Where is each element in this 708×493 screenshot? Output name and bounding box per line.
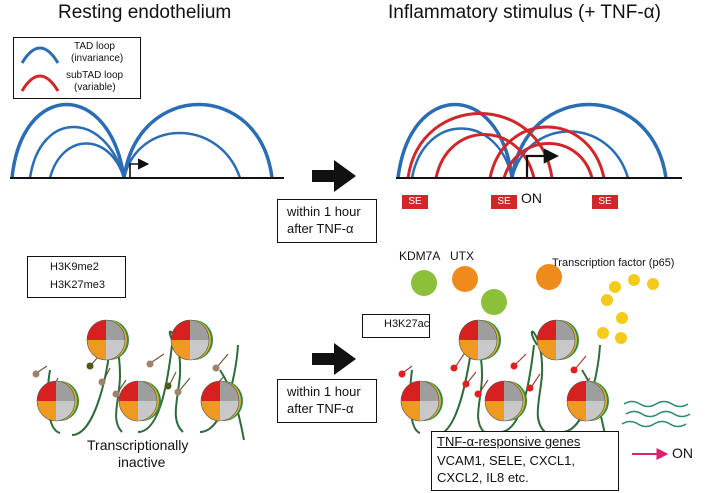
resting-nucleosomes bbox=[36, 319, 244, 422]
h3k27ac-label: H3K27ac bbox=[384, 318, 430, 330]
responsive-genes-title: TNF-α-responsive genes bbox=[437, 434, 581, 449]
time-box-top-line2: after TNF-α bbox=[287, 221, 354, 236]
responsive-genes-line2: CXCL2, IL8 etc. bbox=[437, 470, 529, 485]
legend-tad-label-1: TAD loop bbox=[74, 41, 115, 52]
resting-loops bbox=[10, 102, 274, 179]
resting-promoter-arrow bbox=[129, 158, 150, 178]
inactive-label-2: inactive bbox=[118, 454, 166, 470]
h3k27ac-legend bbox=[362, 314, 430, 338]
right-title: Inflammatory stimulus (+ TNF-α) bbox=[388, 2, 661, 23]
legend-tad-label-2: (invariance) bbox=[71, 53, 124, 64]
transcripts bbox=[621, 400, 691, 428]
time-box-top bbox=[277, 199, 377, 243]
h3k27ac-mark-dots bbox=[398, 362, 584, 398]
time-box-bottom-line1: within 1 hour bbox=[287, 384, 361, 399]
time-box-bottom-line2: after TNF-α bbox=[287, 401, 354, 416]
top-transition-arrow bbox=[312, 160, 356, 192]
utx-label: UTX bbox=[450, 249, 474, 263]
legend-subtad-arc bbox=[20, 74, 60, 92]
time-box-top-line1: within 1 hour bbox=[287, 204, 361, 219]
legend-subtad-label-1: subTAD loop bbox=[66, 70, 124, 81]
transcription-factor-label: Transcription factor (p65) bbox=[552, 257, 675, 269]
stimulated-histone-marks bbox=[403, 353, 591, 393]
legend-tad-arc bbox=[20, 46, 60, 64]
histone-legend bbox=[27, 256, 126, 298]
kdm7a-circle-2 bbox=[481, 289, 507, 315]
responsive-genes-line1: VCAM1, SELE, CXCL1, bbox=[437, 453, 575, 468]
utx-circle bbox=[452, 266, 478, 292]
on-label-top: ON bbox=[521, 190, 542, 206]
utx-circle-2 bbox=[536, 264, 562, 290]
legend-subtad-label-2: (variable) bbox=[74, 82, 116, 93]
active-promoter-arrow bbox=[525, 148, 560, 178]
super-enhancer-1: SE bbox=[402, 195, 428, 209]
left-title: Resting endothelium bbox=[58, 2, 232, 23]
kdm7a-circle bbox=[411, 270, 437, 296]
loop-legend bbox=[13, 37, 141, 99]
stimulated-nucleosomes bbox=[400, 319, 610, 422]
stimulated-subtad-loops bbox=[406, 112, 606, 179]
p65-dots bbox=[597, 274, 659, 344]
time-box-bottom bbox=[277, 379, 377, 423]
super-enhancer-2: SE bbox=[491, 195, 517, 209]
super-enhancer-3: SE bbox=[592, 195, 618, 209]
inactive-label-1: Transcriptionally bbox=[87, 437, 189, 453]
kdm7a-label: KDM7A bbox=[399, 249, 441, 263]
responsive-genes-box bbox=[431, 431, 619, 491]
bottom-transition-arrow bbox=[312, 343, 356, 375]
h3k9me2-label: H3K9me2 bbox=[50, 261, 99, 273]
h3k27me3-label: H3K27me3 bbox=[50, 279, 106, 291]
on-label-bottom: ON bbox=[672, 445, 693, 461]
